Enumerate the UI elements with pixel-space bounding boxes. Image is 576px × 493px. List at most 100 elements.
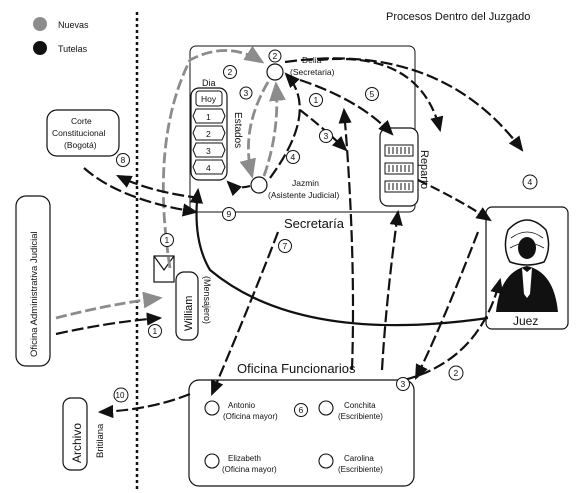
svg-text:1: 1 [153,326,158,336]
flow-delia-to-jazmin-gray [239,81,270,179]
corte-box [46,109,120,157]
antonio-node [204,400,220,416]
elizabeth-role: (Oficina mayor) [222,465,277,474]
antonio-name: Antonio [228,401,256,410]
flow-admin-to-william [55,312,163,336]
corte-line-1: Corte [71,116,92,126]
step-marker: 1 [148,324,162,338]
secretaria-label: Secretaría [284,216,345,231]
flow-jazmin-to-delia [269,72,301,179]
oficina-func-box [188,379,415,487]
corte-line-2: Constitucional [52,128,106,138]
flow-jazmin-to-delia-gray [262,81,286,177]
step-marker: 2 [448,365,464,381]
conchita-role: (Escribiente) [338,412,383,421]
svg-text:3: 3 [244,88,249,98]
flow-oficina-to-reparto [380,209,403,371]
william-name: William [183,296,195,331]
step-marker: 3 [319,129,333,143]
step-marker: 3 [396,377,410,391]
legend-dot-tutelas [33,41,47,55]
step-marker: 1 [160,233,174,247]
step-marker: 9 [222,207,236,221]
step-marker: 2 [268,49,282,63]
svg-text:2: 2 [273,51,278,61]
flow-oficina-to-secretaria [338,107,355,371]
carolina-name: Carolina [344,454,374,463]
step-marker: 3 [239,86,253,100]
tutelas-flows [55,57,524,419]
juez-label: Juez [513,314,538,328]
reparto-trays [384,144,414,193]
dia-row-2: 2 [206,129,211,139]
step-marker: 1 [309,93,323,107]
william-role: (Mensajero) [202,276,212,324]
svg-text:7: 7 [283,241,288,251]
svg-text:4: 4 [291,152,296,162]
diagram-title: Procesos Dentro del Juzgado [386,11,530,23]
dia-row-4: 4 [206,163,211,173]
svg-text:2: 2 [228,67,233,77]
carolina-role: (Escribiente) [338,465,383,474]
carolina-node [318,453,334,469]
nuevas-flows [55,45,286,320]
judge-icon [496,219,558,312]
flow-oficina-to-juez [403,277,504,382]
flow-juez-to-secretaria [189,187,489,327]
dia-row-1: 1 [206,112,211,122]
step-marker: 8 [116,153,130,167]
flow-secretaria-to-oficina [210,231,280,397]
dia-row-3: 3 [206,146,211,156]
flow-reparto-to-juez [417,179,492,222]
reparto-label: Reparto [418,150,430,189]
flow-admin-to-william-gray [55,291,163,320]
reparto-box [379,127,419,207]
conchita-name: Conchita [344,401,376,410]
step-marker: 2 [223,65,237,79]
svg-text:1: 1 [165,235,170,245]
jazmin-node [250,176,268,194]
dia-rows: Hoy 1 2 3 4 [192,90,226,175]
svg-text:2: 2 [454,368,459,378]
svg-text:4: 4 [528,177,533,187]
step-marker: 4 [286,150,300,164]
legend-label-nuevas: Nuevas [58,20,89,30]
step-marker: 10 [113,387,129,403]
delia-node [266,63,284,81]
svg-text:5: 5 [370,89,375,99]
step-marker: 4 [522,174,538,190]
step-marker: 6 [294,403,308,417]
step-markers: 2 2 3 1 5 3 4 8 [113,49,538,417]
flow-delia-to-reparto-2 [317,57,444,133]
flow-william-to-secretaria-gray [161,45,265,269]
svg-text:1: 1 [314,95,319,105]
corte-line-3: (Bogotá) [64,140,97,150]
svg-text:3: 3 [401,379,406,389]
estados-label: Estados [232,112,243,148]
legend-label-tutelas: Tutelas [58,44,88,54]
oficina-func-label: Oficina Funcionarios [237,361,356,376]
step-marker: 7 [278,239,292,253]
antonio-role: (Oficina mayor) [223,412,278,421]
william-box [175,271,199,341]
flow-jazmin-to-dia [226,180,251,196]
oficina-admin-label: Oficina Administrativa Judicial [29,231,40,357]
flow-corte-to-secretaria [83,167,199,217]
step-marker: 5 [365,87,379,101]
svg-text:9: 9 [227,209,232,219]
svg-text:10: 10 [116,391,125,400]
dia-label: Dia [202,78,216,88]
flow-oficina-to-archivo [97,392,191,419]
flow-juez-to-oficina [415,231,480,380]
archivo-name: Archivo [70,423,84,463]
svg-text:3: 3 [324,131,329,141]
jazmin-role: (Asistente Judicial) [268,190,340,200]
svg-text:8: 8 [121,155,126,165]
archivo-box [62,397,88,471]
svg-text:6: 6 [299,405,304,415]
delia-role: (Secretaria) [290,67,335,77]
dia-row-hoy: Hoy [201,94,217,104]
elizabeth-name: Elizabeth [228,454,261,463]
